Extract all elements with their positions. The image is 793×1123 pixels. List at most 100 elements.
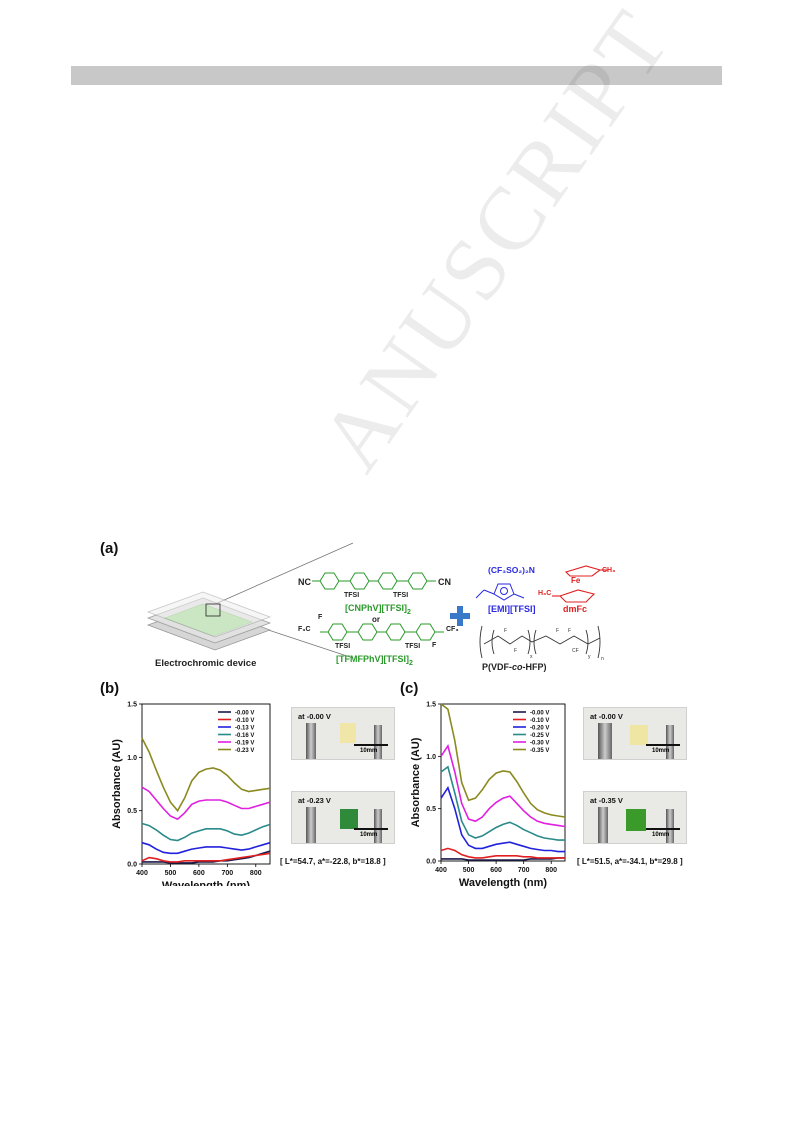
- ch3-label: CH₃: [602, 567, 616, 574]
- tfsi-label-3: TFSI: [335, 643, 351, 650]
- photo-b-top-label: at -0.00 V: [298, 712, 331, 721]
- y-tick-label: 1.5: [426, 702, 436, 709]
- panel-b-label: (b): [100, 680, 120, 697]
- clip-left: [306, 807, 316, 843]
- x-tick-label: 500: [165, 870, 177, 877]
- series-line-023: [141, 737, 271, 813]
- x-axis-label: Wavelength (nm): [459, 877, 548, 889]
- tfmfphv-structure: [320, 623, 444, 641]
- clip-right: [374, 809, 382, 843]
- photo-c-top: at -0.00 V 10mm: [583, 707, 687, 760]
- tfmfphv-label: [TFMFPhV][TFSI]2: [336, 654, 413, 667]
- series-line-010: [141, 852, 271, 863]
- device-label: Electrochromic device: [155, 658, 257, 669]
- film-green: [626, 809, 646, 831]
- scale-text: 10mm: [360, 748, 378, 754]
- plot-frame: [440, 703, 566, 862]
- scale-bar: [354, 828, 388, 830]
- series-line-019: [141, 786, 271, 821]
- lab-values-b: [ L*=54.7, a*=-22.8, b*=18.8 ]: [280, 857, 386, 866]
- y-tick-label: 0.0: [127, 862, 137, 869]
- dmfc-structure: [552, 565, 608, 603]
- film-pale-yellow: [630, 725, 648, 745]
- nc-label: NC: [298, 577, 311, 587]
- clip-right: [666, 725, 674, 759]
- series-line-030: [440, 743, 566, 828]
- x-tick-label: 600: [193, 870, 205, 877]
- legend-label: -0.35 V: [530, 748, 549, 754]
- photo-b-bottom: at -0.23 V 10mm: [291, 791, 395, 844]
- clip-left: [598, 723, 612, 759]
- scale-bar: [646, 828, 680, 830]
- y-tick-label: 0.0: [426, 859, 436, 866]
- x-tick-label: 600: [490, 867, 502, 874]
- x-tick-label: 500: [463, 867, 475, 874]
- lab-values-c: [ L*=51.5, a*=-34.1, b*=29.8 ]: [577, 857, 683, 866]
- film-pale-yellow: [340, 723, 356, 743]
- y-tick-label: 1.0: [127, 755, 137, 762]
- scale-bar: [354, 744, 388, 746]
- x-axis-label: Wavelength (nm): [162, 880, 251, 886]
- y-tick-label: 1.0: [426, 754, 436, 761]
- svg-text:F: F: [514, 648, 517, 654]
- x-tick-label: 800: [250, 870, 262, 877]
- legend-label: -0.13 V: [235, 725, 254, 731]
- x-tick-label: 700: [518, 867, 530, 874]
- photo-b-bottom-label: at -0.23 V: [298, 796, 331, 805]
- cnphv-structure: [312, 572, 436, 590]
- legend-label: -0.19 V: [235, 740, 254, 746]
- plot-frame: [141, 703, 271, 865]
- f-label-2: F: [432, 642, 437, 649]
- series-line-013: [141, 841, 271, 855]
- series-line-025: [440, 765, 565, 841]
- legend-label: -0.25 V: [530, 733, 549, 739]
- svg-text:F: F: [568, 628, 571, 634]
- clip-left: [306, 723, 316, 759]
- svg-text:F: F: [556, 628, 559, 634]
- tfsi-label-2: TFSI: [393, 592, 409, 599]
- series-line-035: [440, 703, 566, 818]
- y-axis-label: Absorbance (AU): [410, 737, 422, 827]
- header-bar: [71, 66, 722, 85]
- svg-text:y: y: [588, 654, 591, 660]
- photo-b-top: at -0.00 V 10mm: [291, 707, 395, 760]
- tfsi-label-1: TFSI: [344, 592, 360, 599]
- f-label-1: F: [318, 614, 323, 621]
- panel-c-label: (c): [400, 680, 419, 697]
- series-line-020: [440, 785, 565, 853]
- legend-label: -0.00 V: [530, 710, 549, 716]
- legend-label: -0.10 V: [235, 718, 254, 724]
- scale-text: 10mm: [652, 832, 670, 838]
- photo-c-top-label: at -0.00 V: [590, 712, 623, 721]
- series-line-000: [142, 850, 271, 864]
- fe-label: Fe: [571, 576, 581, 585]
- svg-text:F: F: [504, 628, 507, 634]
- scale-bar: [646, 744, 680, 746]
- photo-c-bottom: at -0.35 V 10mm: [583, 791, 687, 844]
- scale-text: 10mm: [652, 748, 670, 754]
- clip-right: [374, 725, 382, 759]
- polymer-label: P(VDF-co-HFP): [482, 662, 547, 672]
- f3c-label: F₃C: [298, 626, 311, 633]
- dmfc-label: dmFc: [563, 604, 588, 614]
- x-tick-label: 400: [136, 870, 148, 877]
- x-tick-label: 400: [435, 867, 447, 874]
- photo-c-bottom-label: at -0.35 V: [590, 796, 623, 805]
- y-axis-label: Absorbance (AU): [111, 739, 123, 829]
- h3c-label: H₃C: [538, 590, 552, 597]
- series-line-016: [141, 822, 271, 842]
- svg-text:n: n: [601, 656, 604, 662]
- svg-text:CF: CF: [572, 648, 579, 654]
- svg-text:x: x: [530, 654, 533, 660]
- y-tick-label: 0.5: [426, 806, 436, 813]
- clip-left: [598, 807, 608, 843]
- device-illustration: [146, 542, 354, 659]
- emi-label: [EMI][TFSI]: [488, 604, 536, 614]
- emi-structure: [475, 583, 525, 601]
- polymer-structure: F F F F CF x y n: [479, 625, 604, 662]
- panel-a-label: (a): [100, 540, 119, 557]
- y-tick-label: 1.5: [127, 702, 137, 709]
- or-label: or: [372, 615, 380, 624]
